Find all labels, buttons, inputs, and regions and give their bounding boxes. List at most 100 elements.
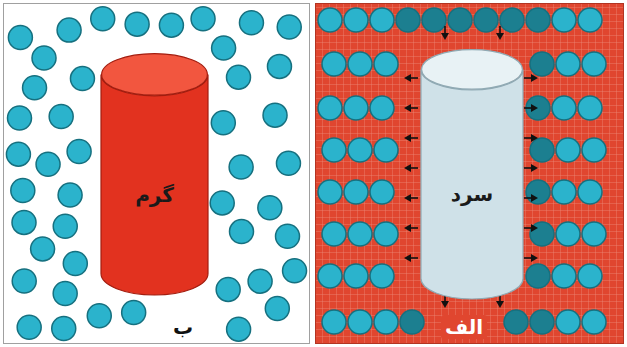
particle (258, 196, 282, 220)
force-arrow (441, 296, 449, 308)
particle (374, 52, 398, 76)
particle (53, 281, 77, 305)
arrow-head (441, 33, 449, 40)
particle (530, 310, 554, 334)
particle (17, 315, 41, 339)
particle (276, 224, 300, 248)
particle (63, 252, 87, 276)
force-arrow (524, 224, 538, 232)
particle (530, 138, 554, 162)
arrow-head (531, 134, 538, 142)
particle (474, 8, 498, 32)
particle (70, 67, 94, 91)
particle (556, 138, 580, 162)
particle (552, 96, 576, 120)
particle (12, 210, 36, 234)
particle (526, 8, 550, 32)
arrow-head (404, 134, 411, 142)
particle (125, 12, 149, 36)
particle (348, 222, 372, 246)
particle (277, 15, 301, 39)
particle (210, 191, 234, 215)
particle (226, 65, 250, 89)
particle (276, 151, 300, 175)
particle (67, 139, 91, 163)
particle-group (6, 7, 306, 341)
particle (582, 222, 606, 246)
cylinder-outline (101, 53, 208, 295)
particle (159, 13, 183, 37)
particle (87, 304, 111, 328)
particle (53, 214, 77, 238)
arrow-group (404, 26, 538, 308)
particle (400, 310, 424, 334)
arrow-head (404, 254, 411, 262)
particle (500, 8, 524, 32)
cold-panel: الف سرد (315, 3, 624, 344)
particle (344, 8, 368, 32)
cylinder-outline (421, 49, 523, 299)
cold-cylinder: سرد (421, 49, 523, 299)
particle (552, 180, 576, 204)
particle (191, 7, 215, 31)
particle (31, 237, 55, 261)
arrow-head (441, 301, 449, 308)
white-ground (3, 3, 310, 344)
particle (229, 155, 253, 179)
particle (8, 25, 32, 49)
force-arrow (524, 134, 538, 142)
particle (578, 264, 602, 288)
particle (322, 222, 346, 246)
force-arrow (496, 26, 504, 40)
force-arrow (524, 194, 538, 202)
particle-group (318, 8, 606, 334)
particle (348, 138, 372, 162)
particle (578, 180, 602, 204)
arrow-head (531, 104, 538, 112)
particle (556, 52, 580, 76)
particle (578, 8, 602, 32)
hot-panel: ب گرم (3, 3, 310, 344)
arrow-head (531, 164, 538, 172)
arrow-head (404, 224, 411, 232)
particle (526, 180, 550, 204)
particle (370, 8, 394, 32)
particle (239, 11, 263, 35)
arrow-head (531, 254, 538, 262)
arrow-head (496, 33, 504, 40)
particle (318, 96, 342, 120)
particle (211, 111, 235, 135)
panel-label: ب (169, 315, 197, 339)
particle (52, 316, 76, 340)
particle (322, 310, 346, 334)
hot-cylinder: گرم (101, 53, 208, 295)
particle (582, 310, 606, 334)
force-arrow (404, 224, 418, 232)
arrow-head (404, 104, 411, 112)
particle (504, 310, 528, 334)
cylinder-top (102, 54, 208, 96)
temperature-label: گرم (135, 183, 174, 207)
particle (6, 142, 30, 166)
particle (322, 52, 346, 76)
particle (227, 317, 251, 341)
panel-label: الف (441, 315, 487, 339)
cylinder-body (421, 69, 523, 299)
particle (11, 178, 35, 202)
particle (322, 138, 346, 162)
particle (370, 264, 394, 288)
force-arrow (441, 26, 449, 40)
force-arrow (404, 254, 418, 262)
particle (344, 96, 368, 120)
force-arrow (404, 194, 418, 202)
particle (448, 8, 472, 32)
particle (370, 180, 394, 204)
particle (58, 183, 82, 207)
particle (318, 264, 342, 288)
particle (230, 220, 254, 244)
particle (396, 8, 420, 32)
particle (348, 310, 372, 334)
particle (344, 264, 368, 288)
cylinder-top (422, 50, 523, 90)
